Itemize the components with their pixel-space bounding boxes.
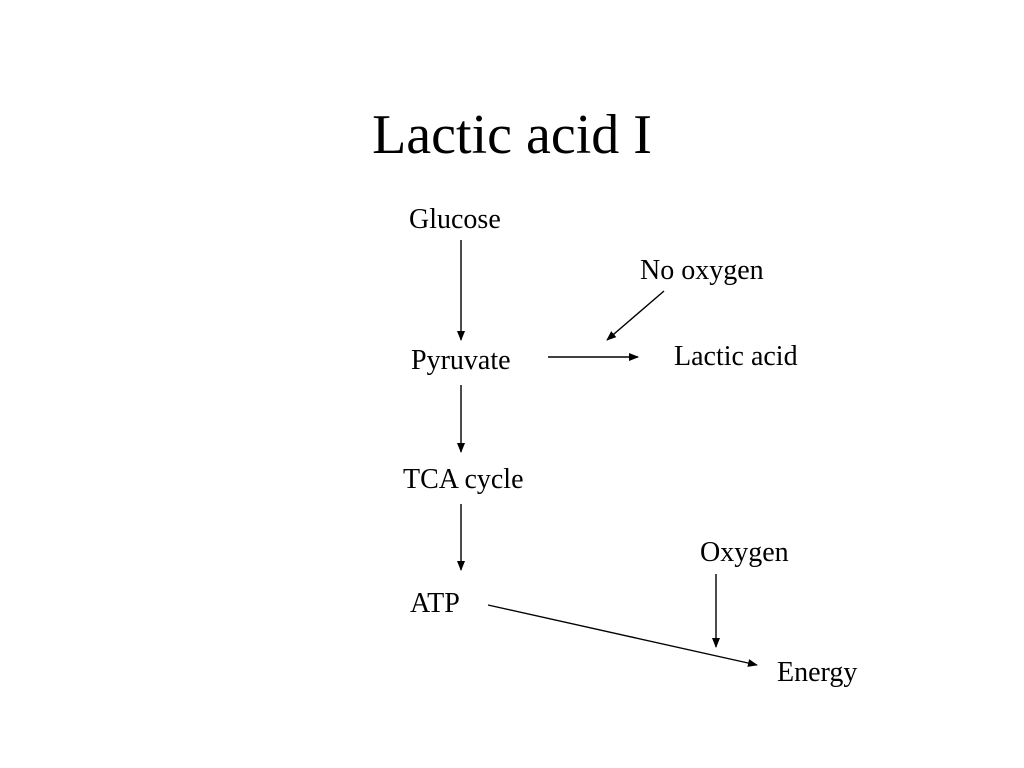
node-oxygen: Oxygen: [700, 537, 789, 568]
node-energy: Energy: [777, 657, 858, 688]
node-lactic-acid: Lactic acid: [674, 341, 798, 372]
slide-title: Lactic acid I: [372, 104, 652, 166]
node-glucose: Glucose: [409, 204, 501, 235]
node-pyruvate: Pyruvate: [411, 345, 511, 376]
node-tca-cycle: TCA cycle: [403, 464, 524, 495]
node-atp: ATP: [410, 588, 460, 619]
node-no-oxygen: No oxygen: [640, 255, 764, 286]
arrow-atp-to-energy: [487, 604, 758, 667]
arrow-no-oxygen-condition: [606, 290, 665, 341]
